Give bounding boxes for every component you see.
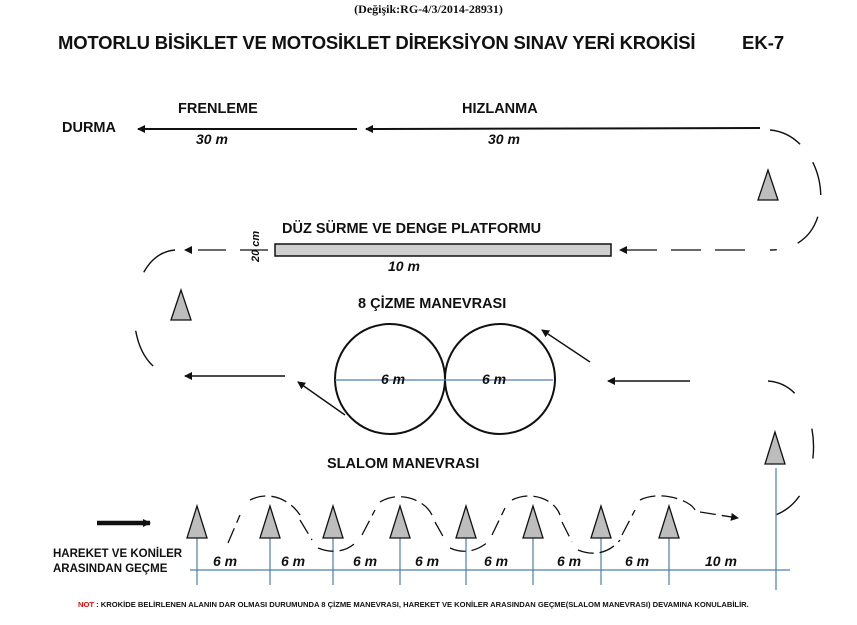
figure-eight-diameter-left: 6 m <box>381 371 406 387</box>
turn-path-left <box>133 249 179 377</box>
slalom-weave-path <box>227 495 738 554</box>
footnote: NOT : KROKİDE BELİRLENEN ALANIN DAR OLMA… <box>78 600 749 609</box>
slalom-label: SLALOM MANEVRASI <box>327 456 480 472</box>
platform-label: DÜZ SÜRME VE DENGE PLATFORMU <box>282 221 542 237</box>
cone-icon <box>259 503 281 539</box>
acceleration-label: HIZLANMA <box>462 101 538 117</box>
figure-eight-diameter-right: 6 m <box>482 371 507 387</box>
stop-label: DURMA <box>62 120 116 136</box>
slalom-distance: 6 m <box>353 553 378 569</box>
cone-icon <box>322 503 344 539</box>
page-title: MOTORLU BİSİKLET VE MOTOSİKLET DİREKSİYO… <box>58 32 696 53</box>
slalom-distance: 6 m <box>484 553 509 569</box>
cone-icon <box>522 503 544 539</box>
figure-eight-label: 8 ÇİZME MANEVRASI <box>358 296 507 312</box>
slalom-distance-last: 10 m <box>705 553 737 569</box>
cone-icon <box>389 503 411 539</box>
platform-width: 20 cm <box>250 230 262 262</box>
footnote-key: NOT <box>78 600 95 609</box>
braking-distance: 30 m <box>196 131 228 147</box>
footnote-text: : KROKİDE BELİRLENEN ALANIN DAR OLMASI D… <box>94 600 749 609</box>
cone-icon <box>764 429 786 465</box>
figure-eight-exit-arrow <box>297 381 346 416</box>
slalom-distance: 6 m <box>557 553 582 569</box>
slalom-verticals <box>196 468 777 590</box>
cone-icon <box>757 167 779 201</box>
start-label-line2: ARASINDAN GEÇME <box>53 563 168 575</box>
turn-path-right-upper <box>769 129 822 251</box>
braking-label: FRENLEME <box>178 101 258 117</box>
slalom-distance: 6 m <box>213 553 238 569</box>
acceleration-arrow <box>365 124 761 133</box>
cone-icon <box>170 287 192 321</box>
turn-path-right-lower <box>759 380 815 519</box>
cone-icon <box>658 503 680 539</box>
cone-icon <box>186 503 208 539</box>
acceleration-distance: 30 m <box>488 131 520 147</box>
figure-eight-entry-arrow <box>541 329 591 363</box>
balance-platform <box>274 243 612 257</box>
start-label-line1: HAREKET VE KONİLER <box>53 548 183 560</box>
slalom-distance: 6 m <box>281 553 306 569</box>
slalom-distance: 6 m <box>415 553 440 569</box>
figure-eight-circle-right <box>444 323 556 435</box>
cone-icon <box>455 503 477 539</box>
annex-label: EK-7 <box>742 32 785 53</box>
cone-icon <box>590 503 612 539</box>
slalom-distance: 6 m <box>625 553 650 569</box>
regulation-reference: (Değişik:RG-4/3/2014-28931) <box>354 2 503 16</box>
platform-length: 10 m <box>388 258 420 274</box>
